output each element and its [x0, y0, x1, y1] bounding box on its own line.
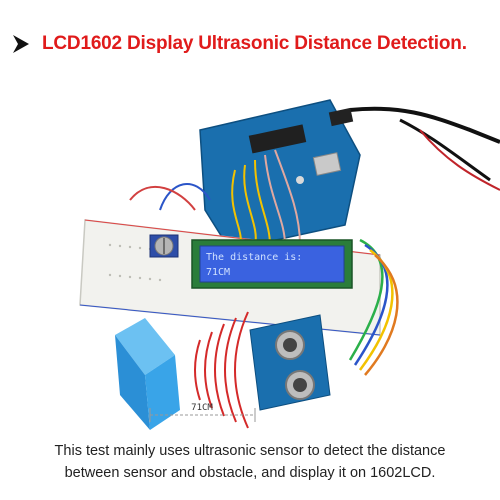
potentiometer	[149, 234, 179, 258]
caption-line-1: This test mainly uses ultrasonic sensor …	[54, 443, 446, 459]
lcd-line-1: The distance is:	[206, 252, 302, 263]
lcd-line-2: 71CM	[206, 267, 230, 278]
page-title: LCD1602 Display Ultrasonic Distance Dete…	[42, 33, 467, 54]
sound-waves	[194, 311, 249, 429]
distance-label: 71CM	[191, 403, 213, 413]
ultrasonic-sensor	[249, 314, 331, 411]
circuit-photo: The distance is: 71CM 71CM	[79, 99, 500, 430]
usb-cable	[349, 106, 500, 144]
obstacle-box	[115, 318, 180, 430]
lcd-module: The distance is: 71CM	[191, 239, 353, 289]
distance-indicator: 71CM	[149, 403, 256, 422]
title-row: LCD1602 Display Ultrasonic Distance Dete…	[10, 28, 495, 60]
chevron-right-icon	[13, 35, 29, 53]
dc-cable	[399, 118, 491, 182]
jumper-wires	[129, 149, 399, 376]
caption-line-2: between sensor and obstacle, and display…	[64, 465, 436, 481]
arduino-board	[199, 99, 361, 251]
caption: This test mainly uses ultrasonic sensor …	[0, 440, 500, 484]
